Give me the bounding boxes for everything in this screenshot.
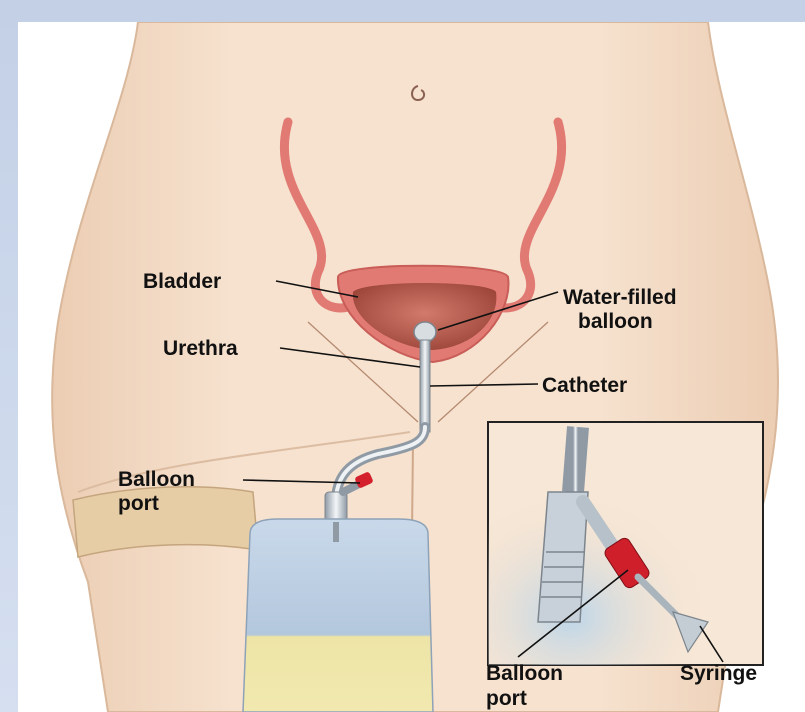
label-water-filled-2: balloon xyxy=(578,310,653,333)
drainage-bag xyxy=(243,519,433,712)
label-syringe: Syringe xyxy=(680,662,757,685)
water-filled-balloon xyxy=(414,322,436,342)
catheter-urethral-segment xyxy=(420,340,430,432)
inset-detail xyxy=(488,422,763,665)
label-water-filled-1: Water-filled xyxy=(563,286,677,309)
label-bladder: Bladder xyxy=(143,270,221,293)
catheter-diagram: Bladder Water-filled balloon Urethra Cat… xyxy=(18,22,805,712)
label-urethra: Urethra xyxy=(163,337,238,360)
label-balloon-port-2: port xyxy=(118,492,159,515)
illustration-canvas: Bladder Water-filled balloon Urethra Cat… xyxy=(18,22,805,712)
label-balloon-port-1: Balloon xyxy=(118,468,195,491)
label-inset-balloon-port-1: Balloon xyxy=(486,662,563,685)
inset-catheter-tube xyxy=(573,427,578,492)
label-inset-balloon-port-2: port xyxy=(486,687,527,710)
label-catheter: Catheter xyxy=(542,374,627,397)
